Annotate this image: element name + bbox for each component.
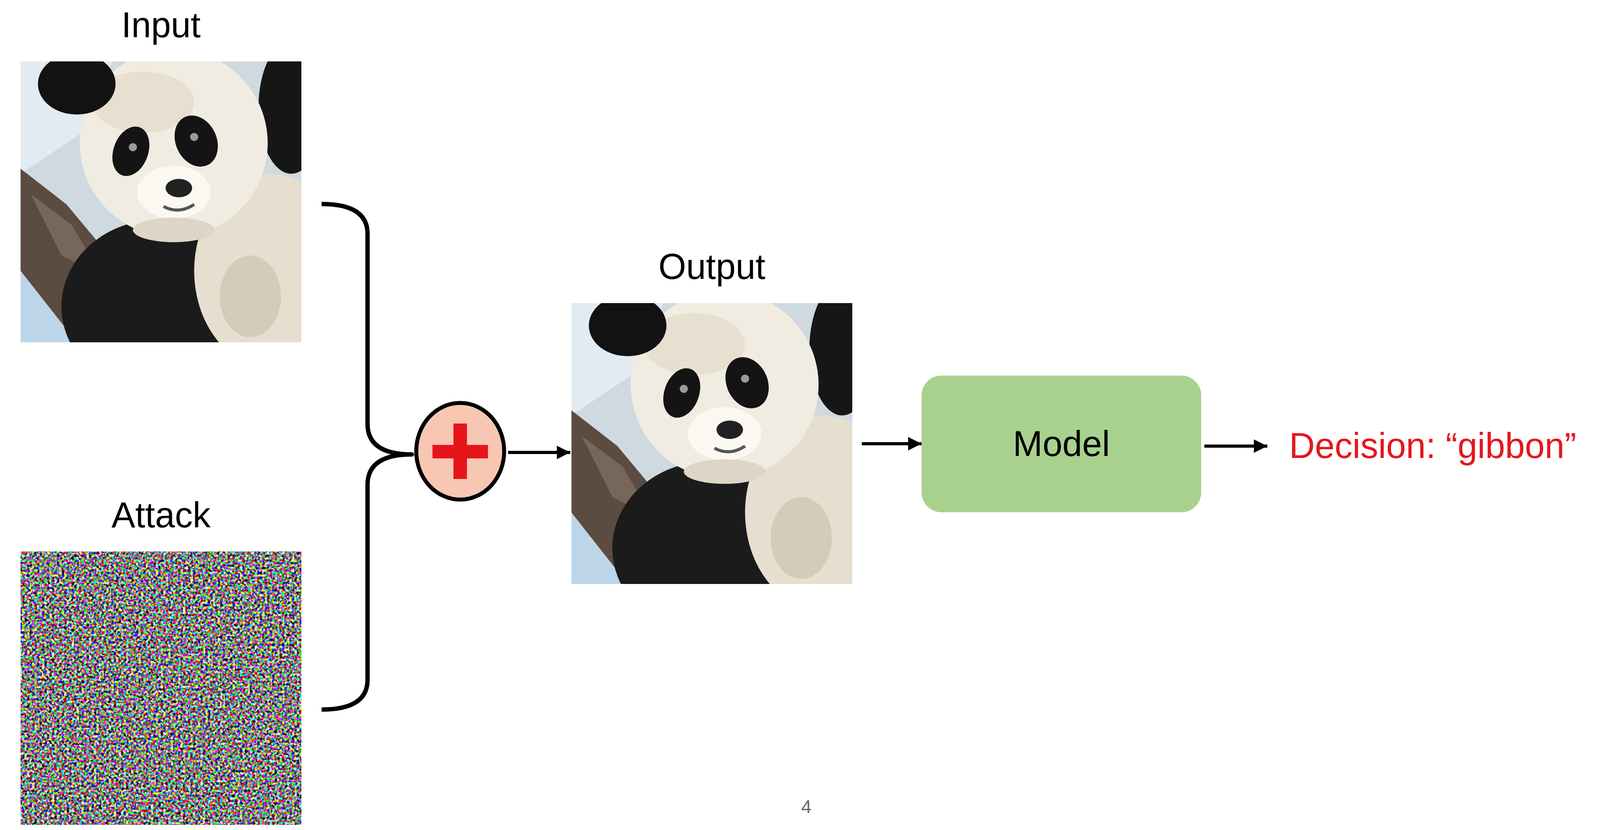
image-title: Input <box>0 4 326 46</box>
arrow <box>508 450 571 454</box>
noise-pattern <box>20 551 302 825</box>
add-circle <box>416 402 505 500</box>
input-image: Input <box>20 61 302 343</box>
plus-symbol <box>453 423 467 479</box>
model-box: Model <box>921 375 1202 513</box>
image-heading: Attack <box>0 494 326 536</box>
connector-arrow <box>861 441 922 446</box>
panda-output-image <box>571 282 899 635</box>
page-number: 4 <box>801 796 812 818</box>
arrow <box>1204 444 1268 448</box>
panda-input-image <box>20 40 348 393</box>
box-label: Model <box>1012 423 1110 465</box>
curly-bracket <box>321 203 412 710</box>
image-title: Attack <box>0 494 326 536</box>
attack-noise-image: Attack <box>20 551 302 825</box>
image-title: Output <box>547 246 877 288</box>
image-heading: Output <box>547 246 877 288</box>
decision-label: Decision: “gibbon” <box>1289 425 1577 467</box>
image-heading: Input <box>0 4 326 46</box>
output-image: Output <box>571 302 853 584</box>
